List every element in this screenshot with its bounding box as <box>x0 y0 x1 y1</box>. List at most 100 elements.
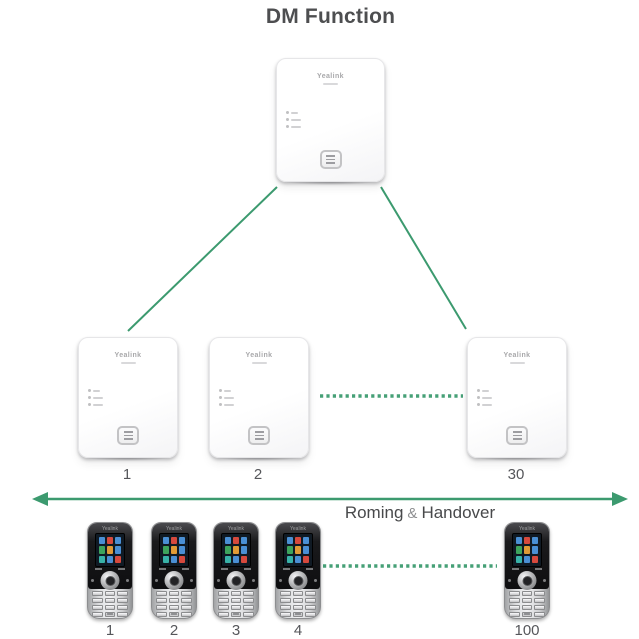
base-station-2: Yealink 2 <box>209 337 309 483</box>
handset-1: Yealink 1 <box>87 522 133 639</box>
model-text-placeholder <box>120 362 136 364</box>
base-card: Yealink <box>467 337 567 458</box>
handset-nav-wheel <box>226 571 246 590</box>
nav-row <box>88 571 132 590</box>
handset-nav-wheel <box>100 571 120 590</box>
connection-line-right <box>380 186 467 330</box>
handset-label: 2 <box>169 622 179 639</box>
base-label: 30 <box>507 466 525 483</box>
handset-screen <box>221 533 251 567</box>
nav-row <box>276 571 320 590</box>
base-label: 1 <box>122 466 132 483</box>
softkey-row <box>214 568 258 570</box>
yealink-logo: Yealink <box>228 526 244 532</box>
mic-hole <box>523 613 531 615</box>
handset-nav-wheel <box>517 571 537 590</box>
base-label: 2 <box>253 466 263 483</box>
softkey-row <box>505 568 549 570</box>
yealink-logo: Yealink <box>503 352 531 359</box>
handset-nav-wheel <box>164 571 184 590</box>
handset-2: Yealink 2 <box>151 522 197 639</box>
call-key-icon <box>279 579 282 582</box>
connection-line-left <box>127 186 278 332</box>
led-indicators <box>219 389 234 407</box>
base-station-30: Yealink 30 <box>467 337 567 483</box>
ok-key <box>105 575 115 586</box>
softkey-row <box>152 568 196 570</box>
handset-keypad <box>156 591 192 617</box>
base-card: Yealink <box>209 337 309 458</box>
handset-screen <box>512 533 542 567</box>
handset-body: Yealink <box>504 522 550 619</box>
handset-label: 3 <box>231 622 241 639</box>
led-indicators <box>88 389 103 407</box>
nav-row <box>152 571 196 590</box>
yealink-logo: Yealink <box>317 73 344 80</box>
speaker-grille-icon <box>319 150 342 169</box>
yealink-logo: Yealink <box>166 526 182 532</box>
roaming-word: Roming <box>344 503 404 522</box>
mic-hole <box>232 613 240 615</box>
handset-face: Yealink <box>88 523 132 590</box>
end-key-icon <box>314 579 317 582</box>
speaker-grille-icon <box>248 426 270 445</box>
yealink-logo: Yealink <box>102 526 118 532</box>
led-indicators <box>286 111 301 129</box>
handset-body: Yealink <box>151 522 197 619</box>
handset-body: Yealink <box>275 522 321 619</box>
yealink-logo: Yealink <box>114 352 142 359</box>
handover-word: Handover <box>421 503 496 522</box>
mic-hole <box>294 613 302 615</box>
end-key-icon <box>252 579 255 582</box>
arrowhead-right-icon <box>612 492 628 506</box>
speaker-grille-icon <box>117 426 139 445</box>
softkey-row <box>88 568 132 570</box>
end-key-icon <box>126 579 129 582</box>
yealink-logo: Yealink <box>519 526 535 532</box>
handset-label: 100 <box>514 622 540 639</box>
handset-screen <box>159 533 189 567</box>
model-text-placeholder <box>509 362 525 364</box>
call-key-icon <box>91 579 94 582</box>
base-station-1: Yealink 1 <box>78 337 178 483</box>
handset-face: Yealink <box>276 523 320 590</box>
ok-key <box>231 575 241 586</box>
ok-key <box>522 575 532 586</box>
handset-face: Yealink <box>152 523 196 590</box>
handset-nav-wheel <box>288 571 308 590</box>
handset-screen <box>283 533 313 567</box>
yealink-logo: Yealink <box>245 352 273 359</box>
handset-3: Yealink 3 <box>213 522 259 639</box>
page-title: DM Function <box>265 5 396 28</box>
call-key-icon <box>155 579 158 582</box>
roaming-handover-label: Roming&Handover <box>320 503 520 523</box>
end-key-icon <box>190 579 193 582</box>
arrowhead-left-icon <box>32 492 48 506</box>
dm-base-station-top: Yealink <box>276 58 385 185</box>
nav-row <box>214 571 258 590</box>
handset-face: Yealink <box>505 523 549 590</box>
handset-4: Yealink 4 <box>275 522 321 639</box>
handset-100: Yealink 100 <box>504 522 550 639</box>
ok-key <box>293 575 303 586</box>
handset-body: Yealink <box>87 522 133 619</box>
handset-body: Yealink <box>213 522 259 619</box>
handset-screen <box>95 533 125 567</box>
handset-keypad <box>92 591 128 617</box>
yealink-logo: Yealink <box>290 526 306 532</box>
base-card: Yealink <box>78 337 178 458</box>
model-text-placeholder <box>251 362 267 364</box>
mic-hole <box>106 613 114 615</box>
mic-hole <box>170 613 178 615</box>
model-text-placeholder <box>323 83 338 85</box>
base-card: Yealink <box>276 58 385 182</box>
speaker-grille-icon <box>506 426 528 445</box>
end-key-icon <box>543 579 546 582</box>
ok-key <box>169 575 179 586</box>
ampersand: & <box>407 505 418 522</box>
handset-label: 1 <box>105 622 115 639</box>
led-indicators <box>477 389 492 407</box>
handset-face: Yealink <box>214 523 258 590</box>
handset-keypad <box>218 591 254 617</box>
